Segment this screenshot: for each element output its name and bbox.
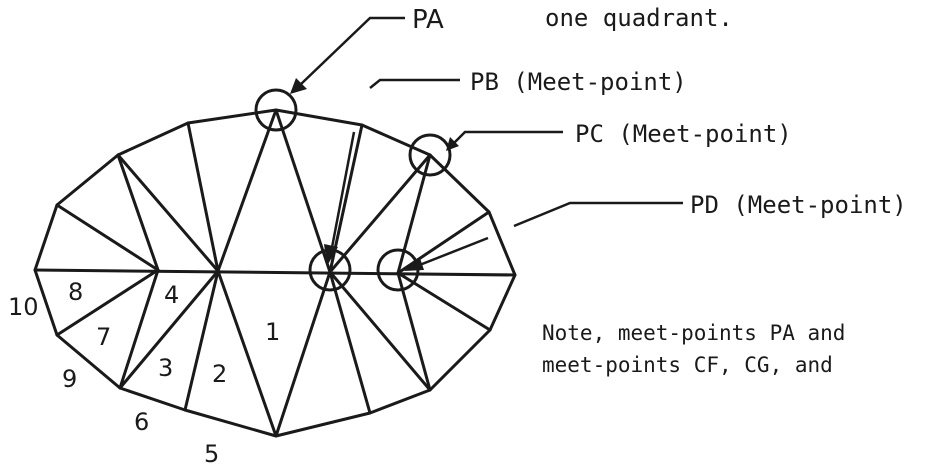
- region-number: 8: [68, 278, 83, 306]
- region-number: 5: [204, 440, 219, 465]
- pa-leader: [290, 16, 405, 94]
- region-number: 2: [212, 360, 227, 388]
- region-number: 10: [8, 293, 39, 321]
- note-line-1: Note, meet-points PA and: [542, 321, 845, 345]
- meet-point-pc-circle: [408, 133, 452, 177]
- note-line-2: meet-points CF, CG, and: [542, 353, 833, 377]
- region-number: 1: [265, 318, 280, 346]
- upper-edges: [55, 108, 491, 275]
- pc-leader: [446, 130, 563, 151]
- pd-label: PD (Meet-point): [690, 191, 907, 219]
- region-number: 6: [134, 408, 149, 436]
- pd-leader: [404, 201, 683, 271]
- pa-label: PA: [412, 5, 444, 35]
- lower-edges: [55, 268, 492, 438]
- region-number: 4: [164, 281, 179, 309]
- pb-label: PB (Meet-point): [470, 68, 687, 96]
- pc-label: PC (Meet-point): [575, 120, 792, 148]
- region-number: 7: [96, 323, 111, 351]
- region-number: 3: [158, 354, 173, 382]
- region-number: 9: [62, 365, 77, 393]
- pb-leader: [324, 78, 460, 266]
- meet-point-pa-circle: [254, 88, 298, 132]
- major-axis: [33, 268, 517, 277]
- top-note-text: one quadrant.: [545, 4, 733, 32]
